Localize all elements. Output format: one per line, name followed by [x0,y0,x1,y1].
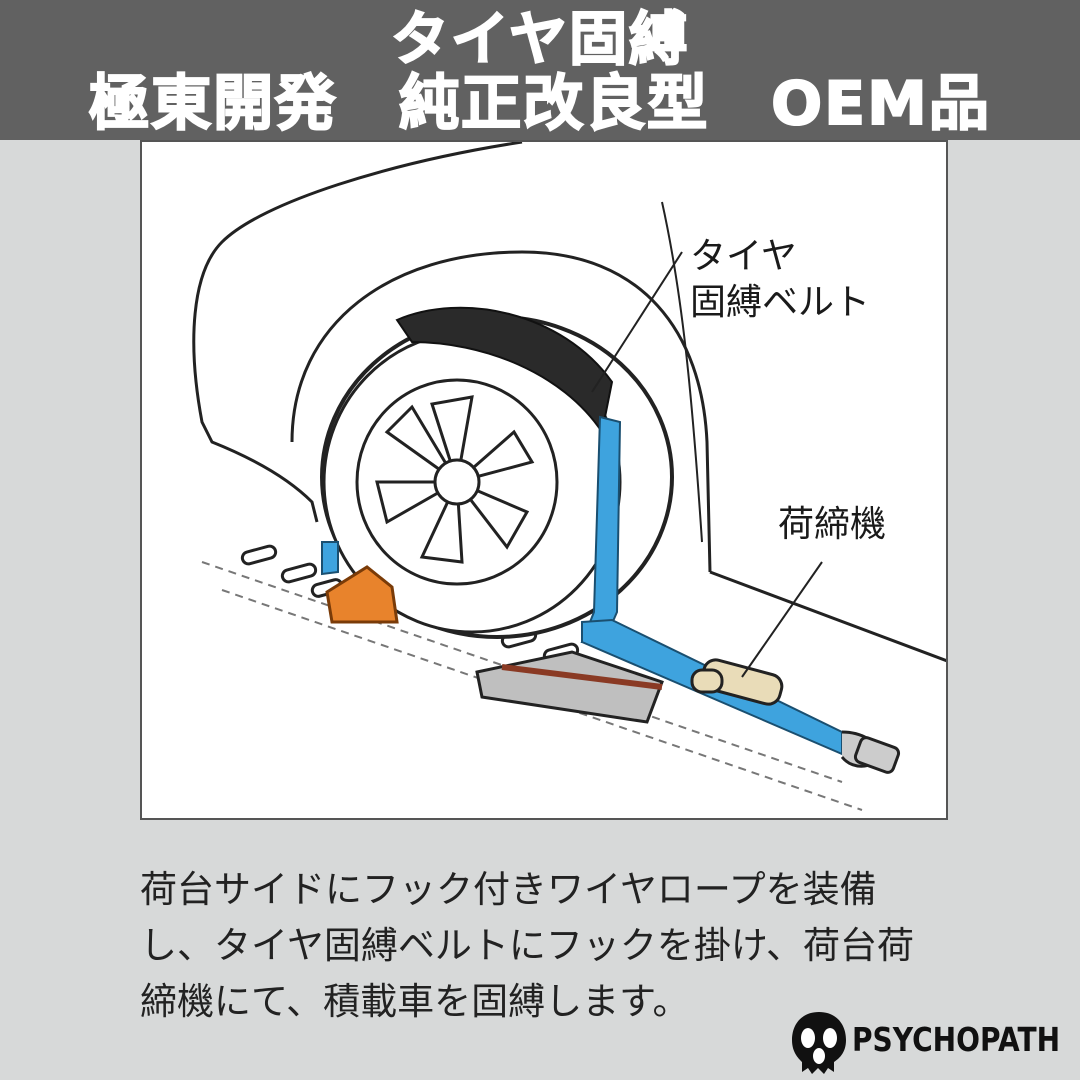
caption-line-1: 荷台サイドにフック付きワイヤロープを装備 [140,868,877,911]
caption-text: 荷台サイドにフック付きワイヤロープを装備 し、タイヤ固縛ベルトにフックを掛け、荷… [140,862,960,1030]
caption-line-2: し、タイヤ固縛ベルトにフックを掛け、荷台荷 [140,924,915,967]
car-body-line [192,142,523,523]
brand-logo: PSYCHOPATH [788,1010,1078,1076]
wheel-chock [325,565,399,624]
skull-icon [792,1012,846,1074]
illustration-panel: タイヤ 固縛ベルト 荷締機 [140,140,948,820]
ratchet-leader-line [741,561,823,678]
label-ratchet: 荷締機 [778,504,887,545]
car-panel-line [661,201,703,543]
label-belt-line1: タイヤ [690,236,797,277]
belt-leader-line [591,251,683,393]
header-subtitle: 極東開発 純正改良型 OEM品 [88,69,991,139]
logo-text: PSYCHOPATH [852,1020,1061,1059]
ratchet-handle [690,668,724,694]
tread-cover [395,306,614,435]
wheel-hub [433,458,481,506]
label-belt-line2: 固縛ベルト [690,282,871,323]
wheel-spokes [375,395,535,564]
tire-strap-illustration [192,142,946,811]
caption-line-3: 締機にて、積載車を固縛します。 [140,980,690,1023]
wheel-arch-line [290,250,712,573]
car-sill-line [709,570,946,663]
header-banner: タイヤ固縛 極東開発 純正改良型 OEM品 [0,0,1080,140]
hook-plate [853,736,901,774]
wire-rope [501,664,663,690]
strap-left [321,541,339,576]
header-title: タイヤ固縛 [390,4,690,74]
